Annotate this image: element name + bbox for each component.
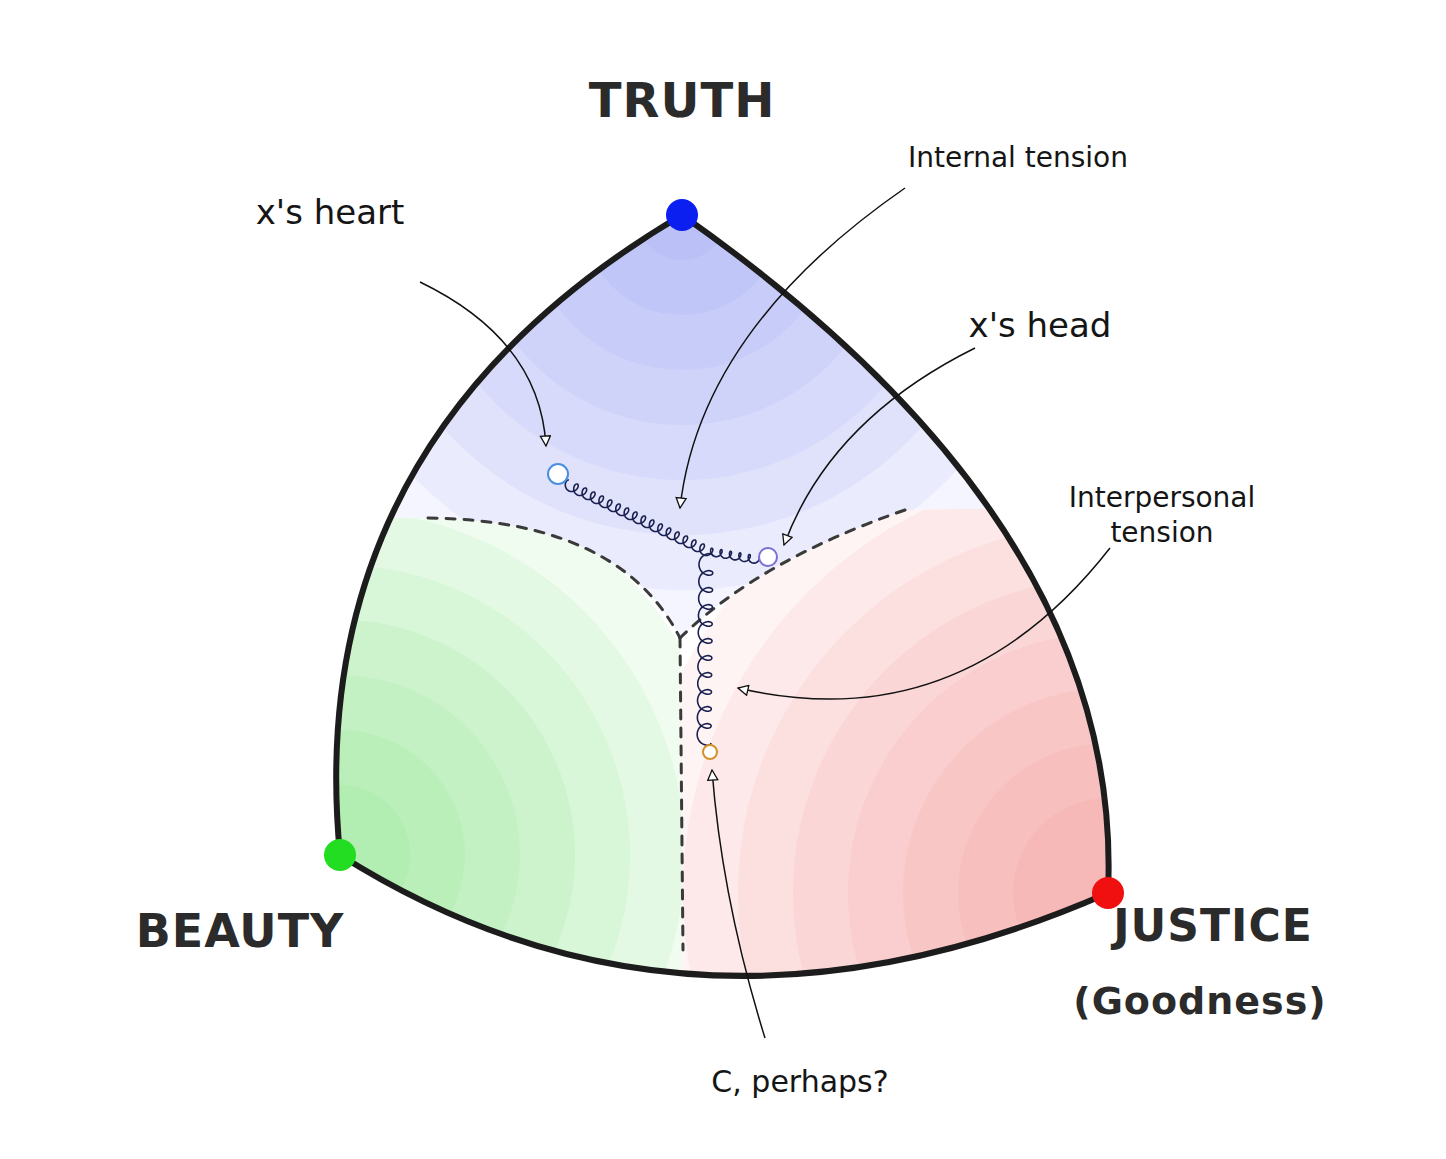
leader-line (738, 548, 1110, 699)
vertex-dot: TRUTH (666, 199, 698, 231)
color-band (50, 565, 630, 1145)
vertex-dot: BEAUTY (324, 839, 356, 871)
divider-line (680, 510, 905, 638)
color-band (582, 115, 782, 315)
color-band (738, 523, 1446, 1159)
color-band (307, 0, 1057, 590)
divider-line (680, 638, 683, 950)
color-band (628, 413, 1446, 1159)
vertex-name: BEAUTY (136, 904, 345, 958)
color-band (637, 170, 727, 260)
divider-line (428, 518, 680, 638)
leader-line (680, 188, 905, 508)
color-band (362, 0, 1002, 535)
color-band (527, 60, 837, 370)
color-band (417, 0, 947, 480)
leader-line (712, 770, 765, 1038)
justice-region (628, 413, 1446, 1159)
vertex-name: JUSTICE (1113, 900, 1313, 951)
color-band (848, 633, 1368, 1153)
spring-coil (565, 480, 713, 556)
head-point (759, 548, 777, 566)
callout-label: Interpersonal tension (1062, 480, 1262, 550)
callout-label: Internal tension (908, 140, 1128, 175)
leader-line (784, 348, 975, 545)
heart-point (548, 464, 568, 484)
color-band (0, 510, 685, 1159)
vertex-dot: JUSTICE(Goodness) (1092, 877, 1124, 909)
spring-coil (697, 554, 713, 746)
callout-label: C, perhaps? (711, 1063, 888, 1101)
spring-coil (711, 548, 760, 563)
color-band (903, 688, 1313, 1098)
callout-label: x's heart (256, 191, 405, 234)
c-point (703, 745, 717, 759)
callout-label: x's head (969, 304, 1112, 347)
vertex-name: (Goodness) (1073, 979, 1326, 1023)
leader-line (420, 282, 546, 446)
color-band (683, 468, 1446, 1159)
tension-springs (565, 480, 759, 745)
vertex-name: TRUTH (589, 72, 776, 128)
color-band (472, 5, 892, 425)
region-dividers (428, 510, 905, 950)
